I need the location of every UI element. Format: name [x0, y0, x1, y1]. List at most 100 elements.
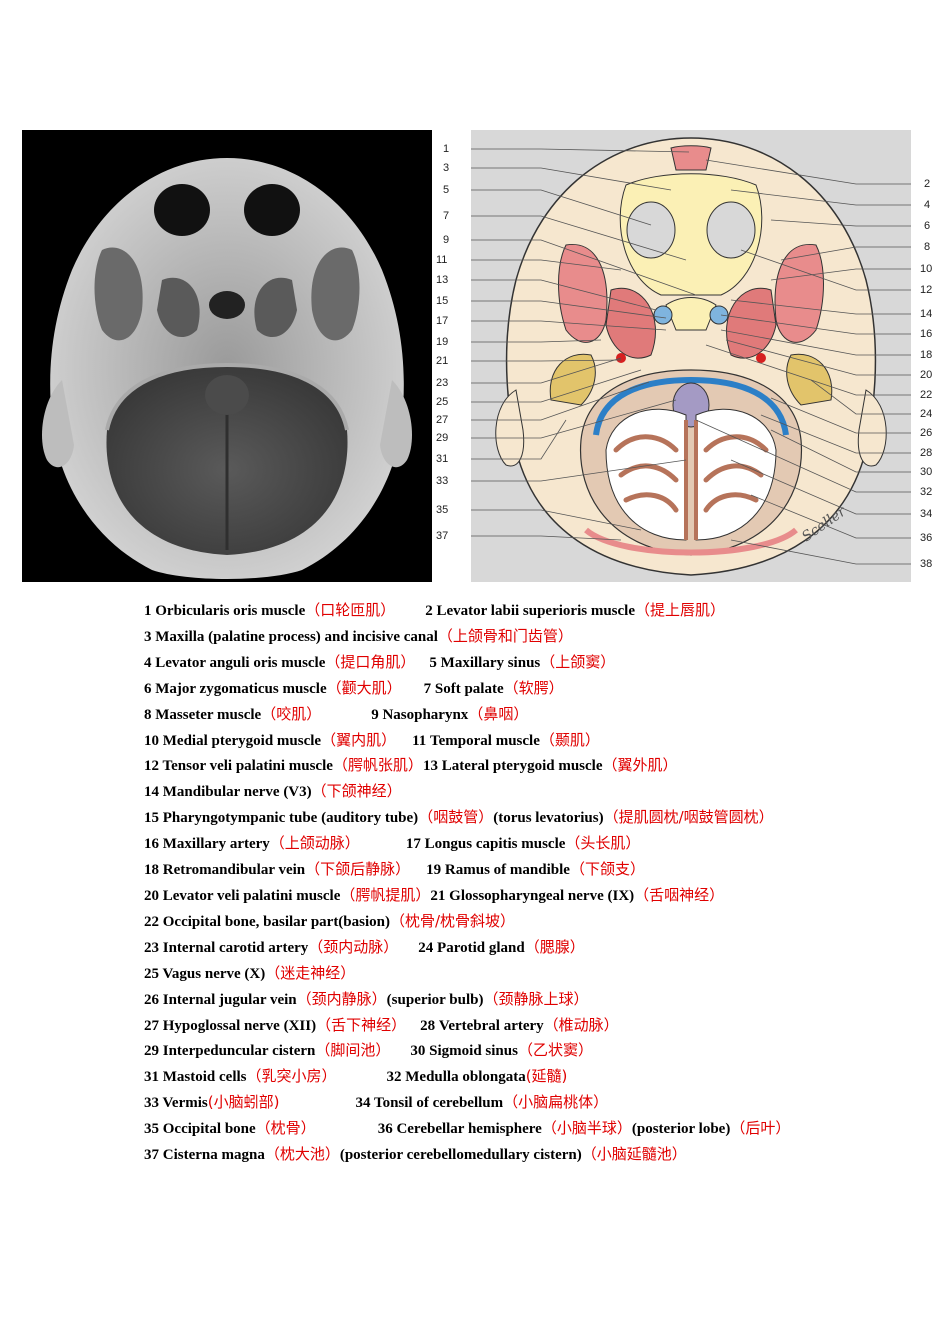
legend-translation: （脚间池） [315, 1041, 391, 1060]
diagram-label-35: 35 [436, 504, 449, 516]
leader-line-right [770, 397, 911, 434]
legend-entry-row: 16 Maxillary artery（上颌动脉） 17 Longus capit… [144, 831, 824, 857]
mri-axial-image [22, 130, 432, 582]
legend-entry-row: 6 Major zygomaticus muscle（颧大肌） 7 Soft pa… [144, 676, 824, 702]
legend-entry-row: 8 Masseter muscle（咬肌）9 Nasopharynx（鼻咽） [144, 702, 824, 728]
legend-term: 35 Occipital bone [144, 1121, 256, 1138]
legend-translation: （提上唇肌） [634, 601, 725, 619]
legend-term: 23 Internal carotid artery [144, 939, 309, 956]
anatomy-illustration: Sceller [471, 130, 911, 582]
diagram-label-31: 31 [436, 453, 449, 465]
legend-translation: （椎动脉） [543, 1015, 619, 1034]
leader-line-left [471, 189, 652, 226]
legend-translation: （上颌窦） [540, 652, 616, 671]
legend-entry-row: 25 Vagus nerve (X)（迷走神经） [144, 961, 824, 987]
legend-translation: （颈内静脉） [296, 989, 387, 1008]
legend-entry-row: 26 Internal jugular vein（颈内静脉）(superior … [144, 987, 824, 1013]
leader-line-right [780, 246, 911, 261]
diagram-label-8: 8 [924, 241, 931, 253]
legend-entry-row: 12 Tensor veli palatini muscle（腭帆张肌）13 L… [144, 753, 824, 779]
legend-translation: （乙状窦） [517, 1041, 593, 1060]
diagram-label-16: 16 [920, 328, 933, 340]
diagram-label-17: 17 [436, 315, 449, 327]
legend-term: 15 Pharyngotympanic tube (auditory tube) [144, 810, 419, 827]
diagram-label-34: 34 [920, 508, 933, 520]
legend-term: 18 Retromandibular vein [144, 862, 306, 879]
legend-term: 13 Lateral pterygoid muscle [422, 758, 603, 775]
diagram-label-26: 26 [920, 427, 933, 439]
leader-line-right [695, 419, 911, 493]
leader-line-left [471, 320, 667, 331]
legend-translation: （咽鼓管） [418, 808, 494, 827]
legend-entry-row: 15 Pharyngotympanic tube (auditory tube)… [144, 805, 824, 831]
legend-term: 6 Major zygomaticus muscle [144, 680, 327, 697]
legend-translation: (延髓) [525, 1067, 568, 1086]
legend-translation: （腮腺） [524, 937, 585, 956]
leader-line-right [770, 268, 911, 281]
legend-term: 31 Mastoid cells [144, 1069, 247, 1086]
legend-translation: （小脑半球） [541, 1119, 632, 1138]
legend-translation: （颞肌） [539, 730, 600, 749]
legend-entry-row: 35 Occipital bone（枕骨）36 Cerebellar hemis… [144, 1116, 824, 1168]
diagram-label-11: 11 [436, 254, 448, 266]
legend-term: 25 Vagus nerve (X) [144, 965, 266, 982]
legend-term: 17 Longus capitis muscle [405, 836, 566, 853]
legend-term: 7 Soft palate [423, 680, 504, 697]
legend-term: 5 Maxillary sinus [429, 654, 541, 671]
leader-line-left [471, 357, 622, 384]
legend-term: (superior bulb) [386, 991, 484, 1008]
diagram-label-22: 22 [920, 389, 933, 401]
legend-translation: （下颌后静脉） [305, 860, 411, 879]
legend-term: 16 Maxillary artery [144, 836, 270, 853]
diagram-label-28: 28 [920, 447, 933, 459]
diagram-label-25: 25 [436, 396, 449, 408]
legend-term: 11 Temporal muscle [412, 732, 540, 749]
legend-term: 32 Medulla oblongata [386, 1069, 526, 1086]
legend-translation: （鼻咽） [468, 704, 529, 723]
legend-translation: （提口角肌） [325, 652, 416, 671]
legend-entry-row: 3 Maxilla (palatine process) and incisiv… [144, 624, 824, 650]
diagram-label-24: 24 [920, 408, 933, 420]
diagram-label-10: 10 [920, 263, 933, 275]
leader-line-right [720, 314, 911, 335]
legend-term: 27 Hypoglossal nerve (XII) [144, 1017, 317, 1034]
leader-line-left [471, 215, 687, 261]
legend-term: 14 Mandibular nerve (V3) [144, 784, 312, 801]
legend-entry-row: 31 Mastoid cells（乳突小房）32 Medulla oblonga… [144, 1064, 824, 1090]
diagram-label-29: 29 [436, 432, 449, 444]
leader-line-right [770, 219, 911, 227]
legend-term: 24 Parotid gland [418, 939, 525, 956]
leader-line-right [760, 414, 911, 454]
legend-translation: （腭帆张肌） [332, 756, 423, 775]
leader-line-right [810, 379, 911, 415]
legend-translation: （咬肌） [261, 704, 322, 723]
legend-term: 19 Ramus of mandible [426, 862, 570, 879]
leader-line-left [471, 167, 672, 191]
legend-entry-row: 23 Internal carotid artery（颈内动脉）24 Parot… [144, 935, 824, 961]
leader-line-left [471, 148, 690, 153]
diagram-label-18: 18 [920, 349, 933, 361]
legend-translation: （颈静脉上球） [483, 989, 589, 1008]
diagram-label-23: 23 [436, 377, 449, 389]
legend-term: 4 Levator anguli oris muscle [144, 654, 326, 671]
legend-translation: （口轮匝肌） [305, 601, 396, 619]
legend-term: (posterior lobe) [631, 1121, 731, 1138]
legend-translation: （后叶） [730, 1119, 791, 1138]
leader-line-right [730, 539, 911, 565]
legend-term: 22 Occipital bone, basilar part(basion) [144, 913, 390, 930]
legend-translation: （颧大肌） [326, 678, 402, 697]
legend-translation: （上颌动脉） [269, 834, 360, 853]
leader-line-left [471, 279, 657, 311]
leader-line-left [471, 419, 567, 460]
leader-line-left [471, 399, 677, 439]
leader-line-left [471, 239, 697, 296]
legend-translation: （翼外肌） [602, 756, 678, 775]
legend-entry-row: 29 Interpeduncular cistern（脚间池）30 Sigmoi… [144, 1038, 824, 1064]
legend-entry-row: 18 Retromandibular vein（下颌后静脉） 19 Ramus o… [144, 857, 824, 883]
legend-term: 1 Orbicularis oris muscle [144, 603, 306, 619]
legend-term: 20 Levator veli palatini muscle [144, 887, 341, 904]
structure-legend: 1 Orbicularis oris muscle（口轮匝肌）2 Levator… [144, 598, 824, 1168]
legend-term: 10 Medial pterygoid muscle [144, 732, 322, 749]
leader-line-left [471, 381, 650, 421]
leader-line-right [725, 339, 911, 376]
